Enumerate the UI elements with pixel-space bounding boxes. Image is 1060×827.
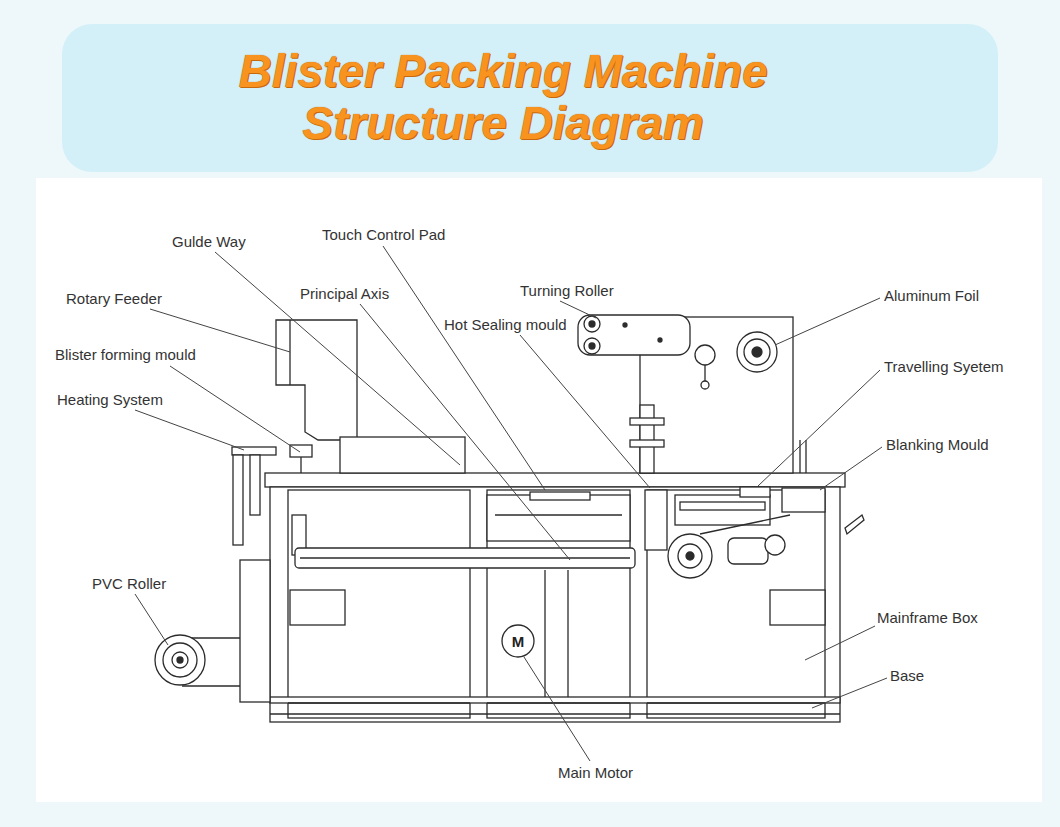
pulley-arm <box>701 381 709 389</box>
pvc-roller <box>172 652 188 668</box>
base-line <box>288 702 470 703</box>
turning-roller <box>584 338 600 354</box>
rotary-feeder <box>276 320 357 440</box>
link-arm <box>700 515 790 534</box>
part-label: Gulde Way <box>172 233 246 250</box>
film-line <box>182 685 240 686</box>
roller-arm <box>240 560 270 702</box>
page-title: Blister Packing Machine Structure Diagra… <box>153 45 853 149</box>
pvc-roller <box>177 657 183 663</box>
turning-roller <box>589 343 595 349</box>
leader-line <box>135 410 244 450</box>
cam <box>765 535 785 555</box>
aluminum-foil-reel <box>744 339 770 365</box>
bolt <box>658 338 662 342</box>
discharge-chute <box>845 515 864 534</box>
guide-way <box>495 514 622 515</box>
part-label: Blister forming mould <box>55 346 196 363</box>
aluminum-foil-reel <box>752 347 762 357</box>
column-flange <box>630 440 664 447</box>
pulley <box>695 345 715 365</box>
machine <box>155 315 864 722</box>
part-label: Touch Control Pad <box>322 226 445 243</box>
leader-line <box>805 626 875 660</box>
part-label: Principal Axis <box>300 285 389 302</box>
main-motor <box>502 625 534 657</box>
hot-sealing-mould <box>645 490 667 550</box>
leader-line <box>170 366 300 452</box>
touch-control-pad <box>530 492 590 500</box>
part-label: Blanking Mould <box>886 436 989 453</box>
mainframe <box>270 487 840 722</box>
leader-line <box>135 594 168 645</box>
background <box>36 24 1042 802</box>
part-label: Main Motor <box>558 764 633 781</box>
motor-symbol-letter: M <box>512 633 525 650</box>
bolt <box>623 323 627 327</box>
column-flange <box>630 418 664 425</box>
base-line <box>487 702 630 703</box>
title-band <box>62 24 998 172</box>
part-label: Rotary Feeder <box>66 290 162 307</box>
part-label: PVC Roller <box>92 575 166 592</box>
drive-wheel <box>678 544 702 568</box>
forming-mould <box>290 445 312 457</box>
heating-rod <box>233 455 243 545</box>
side-block <box>770 590 825 625</box>
part-label: Mainframe Box <box>877 609 978 626</box>
heating-rod <box>250 455 260 515</box>
part-label: Turning Roller <box>520 282 614 299</box>
forming-mould <box>300 457 301 473</box>
travelling-system <box>740 487 770 497</box>
blanking-rod <box>805 440 806 473</box>
leader-line <box>360 304 570 560</box>
side-block <box>290 590 345 625</box>
top-beam <box>265 473 845 487</box>
right-bay <box>647 490 825 718</box>
drive-wheel <box>686 552 694 560</box>
sealing-column <box>640 405 654 473</box>
pvc-roller <box>163 643 197 677</box>
leader-lines <box>135 246 887 761</box>
leader-line <box>758 370 880 486</box>
leader-line <box>215 252 460 465</box>
blanking-mould <box>782 488 825 512</box>
leader-line <box>775 298 880 345</box>
principal-axis <box>295 548 635 568</box>
leader-line <box>820 447 882 490</box>
travelling-system <box>680 502 765 510</box>
part-label: Heating System <box>57 391 163 408</box>
turning-roller <box>578 315 690 355</box>
travelling-system <box>675 495 770 525</box>
base-rail <box>270 697 840 703</box>
part-label: Base <box>890 667 924 684</box>
bay-post <box>544 570 545 697</box>
turning-roller <box>589 321 595 327</box>
leader-line <box>520 335 650 488</box>
leader-line <box>524 657 590 761</box>
cam <box>728 538 768 564</box>
rotary-feeder <box>289 320 290 385</box>
feeder-housing <box>340 437 465 473</box>
pvc-roller <box>155 635 205 685</box>
drawing-panel <box>36 178 1042 802</box>
part-label: Aluminum Foil <box>884 287 979 304</box>
leader-line <box>812 678 887 708</box>
base-line <box>270 713 840 714</box>
principal-axis <box>300 557 630 558</box>
part-label: Travelling Syetem <box>884 358 1004 375</box>
turning-roller <box>584 316 600 332</box>
middle-bay <box>487 490 630 718</box>
leader-line <box>560 301 596 318</box>
aluminum-foil-reel <box>737 332 777 372</box>
drive-wheel <box>668 534 712 578</box>
part-label: Hot Sealing mould <box>444 316 567 333</box>
base-line <box>647 702 825 703</box>
bay-post <box>567 570 568 697</box>
left-bay <box>288 490 470 718</box>
guide-way <box>487 495 630 541</box>
